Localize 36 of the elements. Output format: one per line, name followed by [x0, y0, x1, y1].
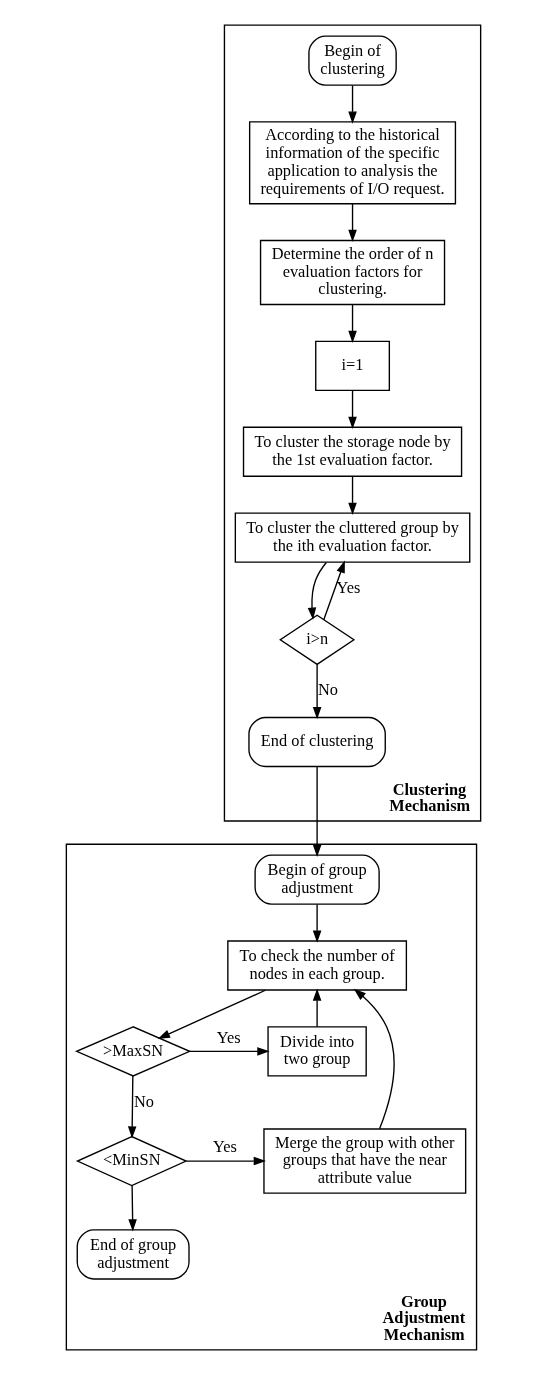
node-box: i=1	[315, 340, 390, 392]
arrow	[188, 1047, 270, 1056]
node-box: Determine the order of n evaluation factors for clustering.	[259, 239, 446, 306]
node-diamond: i>n	[279, 614, 356, 666]
arrow	[348, 303, 357, 344]
arrow	[348, 476, 357, 515]
edge-label: Yes	[216, 1027, 241, 1047]
node-box: According to the historical information of the specific application to analysis the requirements of I/O request.	[248, 121, 457, 205]
arrow	[312, 664, 322, 720]
arrow	[312, 903, 322, 943]
arrow	[348, 84, 357, 124]
node-box: Begin of group adjustment	[254, 854, 380, 905]
arrow	[312, 766, 322, 858]
edge-label: No	[134, 1091, 155, 1111]
node-box: Divide into two group	[267, 1026, 367, 1077]
node-box: End of clustering	[248, 716, 386, 768]
node-box: Merge the group with other groups that have the near attribute value	[263, 1128, 467, 1194]
arrow	[323, 560, 345, 621]
arrow	[307, 561, 327, 620]
node-box: Begin of clustering	[308, 35, 397, 86]
node-box: To check the number of nodes in each group.	[227, 940, 408, 991]
node-box: To cluster the storage node by the 1st evaluation factor.	[242, 426, 463, 477]
arrow	[348, 390, 357, 430]
node-box: To cluster the cluttered group by the ith evaluation factor.	[234, 512, 471, 563]
arrow	[127, 1075, 137, 1139]
edge-label: No	[318, 680, 338, 700]
edge-label: Yes	[213, 1137, 237, 1157]
arrow	[312, 988, 322, 1028]
arrow	[348, 203, 357, 243]
node-diamond: <MinSN	[75, 1135, 188, 1187]
arrow	[185, 1156, 266, 1166]
edge-label: Yes	[336, 577, 361, 597]
arrow	[128, 1185, 137, 1232]
arrow	[157, 989, 267, 1039]
arrow	[353, 988, 395, 1130]
node-box: End of group adjustment	[76, 1229, 190, 1280]
